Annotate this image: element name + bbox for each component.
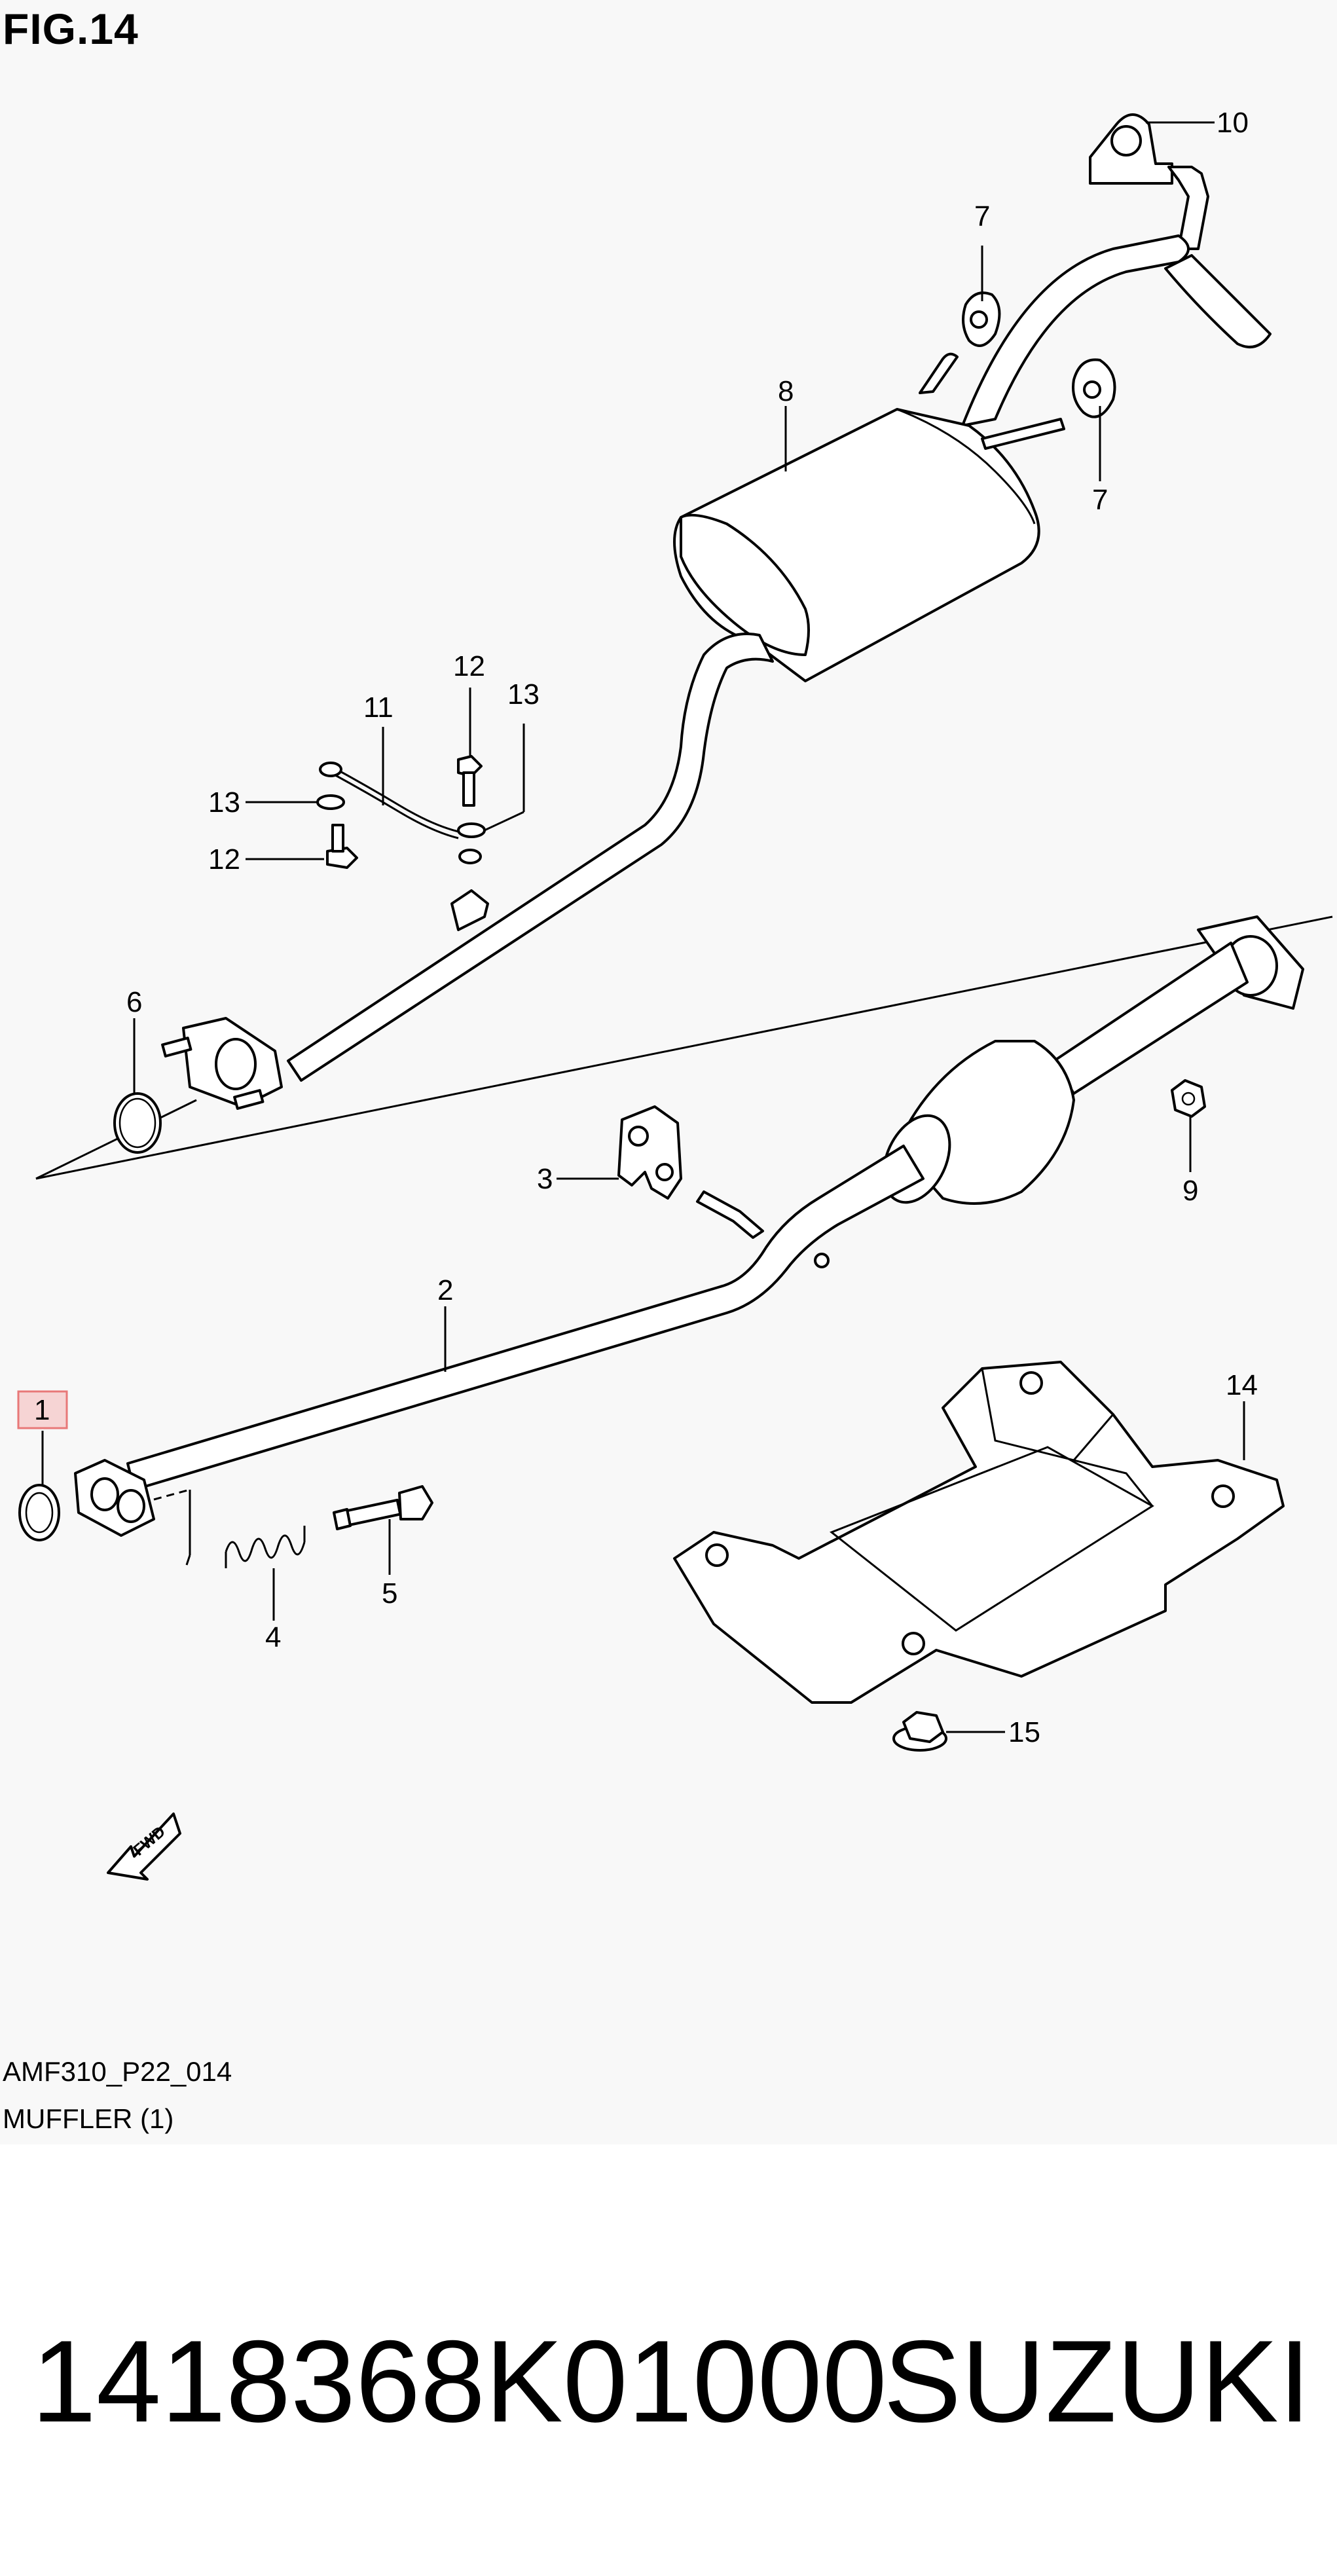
forward-direction-arrow: FWD	[107, 1812, 181, 1881]
part-9-nut	[1171, 1079, 1206, 1118]
callout-3: 3	[537, 1163, 553, 1195]
section-divider-lines	[35, 915, 1333, 1180]
part-14-heat-shield	[673, 1361, 1285, 1704]
callout-13-left: 13	[208, 786, 240, 819]
callout-11: 11	[363, 691, 394, 724]
part-12-bolt-lower	[326, 824, 358, 869]
part-13-washer-right	[457, 822, 486, 838]
front-flange-leader-lines	[153, 1488, 191, 1566]
part-5-bolt	[333, 1485, 433, 1530]
part-12-bolt-upper	[457, 755, 483, 807]
part-8-rear-muffler	[287, 234, 1272, 1082]
upper-pipe-flange	[161, 1017, 283, 1110]
exploded-parts-diagram: FWD 10 7 7 8 12 13 11 13 12 6 9 3	[17, 107, 1333, 1881]
callout-2: 2	[437, 1274, 453, 1306]
callout-12-lower: 12	[208, 843, 240, 875]
figure-caption: MUFFLER (1)	[3, 2103, 174, 2134]
part-10-hanger-bracket	[1089, 113, 1209, 250]
callout-15: 15	[1008, 1716, 1040, 1748]
part-15-flange-nut	[892, 1711, 947, 1752]
callout-13-right: 13	[507, 678, 540, 710]
part-4-spring	[225, 1526, 306, 1568]
callout-9: 9	[1182, 1175, 1198, 1207]
callout-1-highlighted[interactable]: 1	[17, 1390, 68, 1429]
part-6-gasket-ring	[113, 1092, 162, 1154]
figure-title: FIG.14	[3, 5, 139, 53]
callout-7-lower: 7	[1092, 484, 1108, 516]
part-13-washer-left	[316, 794, 345, 810]
part-11-ground-wire	[319, 762, 482, 864]
part-7-rubber-hanger-upper	[962, 291, 1001, 347]
callout-4: 4	[265, 1621, 281, 1653]
callout-10: 10	[1217, 107, 1249, 139]
callout-12-upper: 12	[453, 650, 485, 682]
callout-5: 5	[382, 1577, 397, 1610]
figure-code: AMF310_P22_014	[3, 2056, 232, 2087]
callout-8: 8	[778, 375, 794, 407]
part-1-seal-ring	[18, 1484, 60, 1541]
callout-7-upper: 7	[974, 200, 990, 232]
brand-name: SUZUKI	[883, 2316, 1311, 2446]
callout-leaders	[41, 121, 1245, 1733]
callout-1: 1	[34, 1394, 50, 1426]
part-number: 1418368K01000	[31, 2316, 887, 2446]
callout-6: 6	[126, 986, 142, 1018]
part-2-front-pipe-catalyst	[74, 915, 1304, 1537]
part-7-rubber-hanger-lower	[1072, 358, 1116, 418]
callout-14: 14	[1226, 1369, 1258, 1401]
callout-labels: 10 7 7 8 12 13 11 13 12 6 9 3 2 14 15 5 …	[126, 107, 1258, 1748]
part-3-rubber-mount	[617, 1105, 682, 1200]
